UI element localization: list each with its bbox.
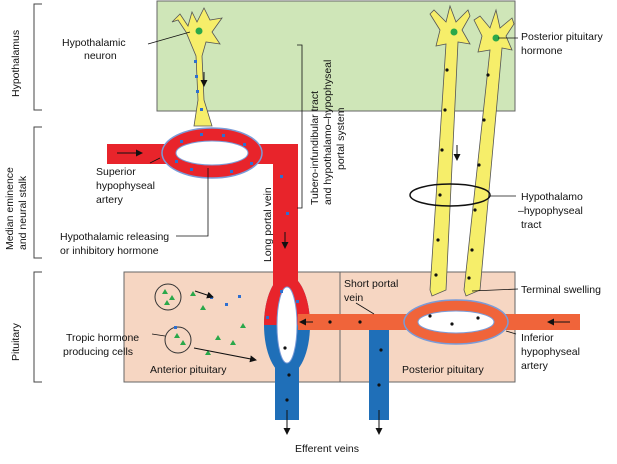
superior-artery-label-1: Superior: [96, 166, 136, 178]
hypothalamo-tract-label-1: Hypothalamo: [521, 191, 583, 203]
tract-ring: [409, 183, 491, 207]
long-portal-vein-label: Long portal vein: [262, 187, 274, 262]
superior-artery-label-2: hypophyseal: [96, 180, 155, 192]
terminal-swelling-label: Terminal swelling: [521, 284, 601, 296]
leader-lines: [147, 31, 519, 337]
posterior-hormone-label-2: hormone: [521, 45, 563, 57]
hypothalamic-neuron-label-1: Hypothalamic: [62, 37, 126, 49]
anterior-pituitary-label: Anterior pituitary: [150, 364, 227, 376]
posterior-pituitary-label: Posterior pituitary: [402, 364, 484, 376]
hypothalamo-tract-label-2: –hypophyseal: [518, 205, 583, 217]
releasing-hormone-label-2: or inhibitory hormone: [60, 245, 159, 257]
short-portal-label-2: vein: [344, 292, 363, 304]
efferent-veins-label: Efferent veins: [295, 443, 359, 455]
median-eminence-label-line1: Median eminence: [4, 167, 16, 250]
hypothalamic-neuron-label-2: neuron: [84, 50, 117, 62]
pituitary-section-label: Pituitary: [10, 322, 22, 361]
primary-plexus-inner: [175, 140, 249, 166]
median-eminence-bracket: [33, 126, 42, 259]
tract-label-line1: Tubero-infundibular tract: [309, 91, 321, 205]
tropic-cells-label-2: producing cells: [63, 346, 133, 358]
flow-arrows: [117, 72, 570, 435]
anterior-capillary-inner: [276, 286, 298, 364]
axon-granules: [283, 68, 490, 402]
inferior-artery-label-2: hypophyseal: [521, 346, 580, 358]
inferior-artery-label-3: artery: [521, 360, 549, 372]
median-eminence-label-line2: and neural stalk: [17, 175, 29, 250]
posterior-hormone-label-1: Posterior pituitary: [521, 31, 603, 43]
superior-artery-label-3: artery: [96, 194, 124, 206]
inferior-artery-label-1: Inferior: [521, 332, 554, 344]
hypothalamo-tract-label-3: tract: [521, 219, 542, 231]
hypothalamus-section-label: Hypothalamus: [10, 30, 22, 97]
short-portal-label-1: Short portal: [344, 278, 398, 290]
pituitary-bracket: [33, 271, 42, 383]
tropic-cells: [154, 283, 246, 355]
posterior-neuron-2: [463, 8, 515, 297]
tract-label-line2: and hypothalamo–hypophyseal: [322, 60, 334, 205]
hypothalamic-neuron: [171, 7, 223, 127]
posterior-plexus-inner: [417, 310, 495, 334]
releasing-hormone-label-1: Hypothalamic releasing: [60, 231, 169, 243]
posterior-neuron-1: [429, 4, 471, 297]
tropic-cells-label-1: Tropic hormone: [66, 332, 139, 344]
efferent-vein-posterior: [369, 328, 389, 420]
hypothalamus-bracket: [33, 3, 42, 111]
tract-label-line3: portal system: [335, 107, 347, 170]
